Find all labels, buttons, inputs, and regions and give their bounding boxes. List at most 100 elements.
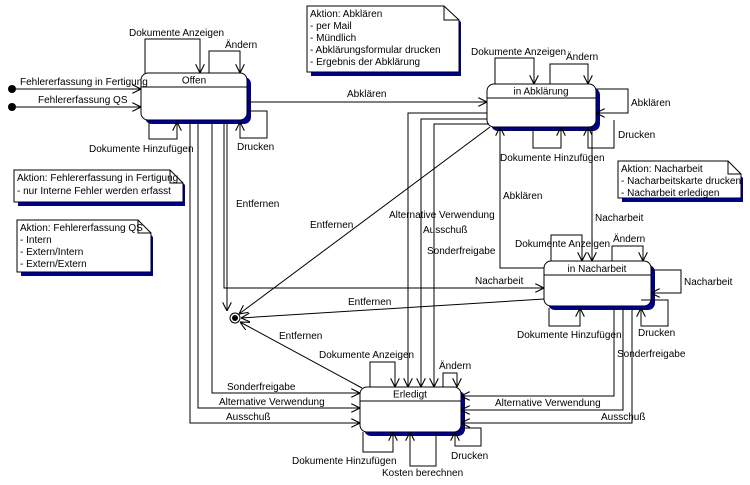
transition-label: Dokumente Hinzufügen: [292, 456, 397, 467]
transition-label: Drucken: [451, 451, 488, 462]
transition-erl-entfernen[interactable]: Entfernen: [240, 322, 363, 389]
transition-label: Abklären: [631, 98, 670, 109]
note-line: - Intern: [20, 235, 52, 246]
transition-offen-ausschuss[interactable]: Ausschuß: [189, 122, 360, 423]
note-line: - per Mail: [310, 21, 352, 32]
transition-abk-ausschuss[interactable]: Ausschuß: [421, 118, 487, 387]
transition-label: Entfernen: [310, 220, 353, 231]
transition-label: Kosten berechnen: [382, 468, 463, 479]
transition-erl-dok-hinzufuegen[interactable]: Dokumente Hinzufügen: [292, 432, 397, 467]
transition-abk-alt-verwendung[interactable]: Alternative Verwendung: [389, 112, 495, 387]
transition-nach-ausschuss[interactable]: Ausschuß: [461, 308, 645, 423]
transition-nach-dok-hinzufuegen[interactable]: Dokumente Hinzufügen: [517, 308, 622, 341]
note-title: Aktion: Fehlererfassung in Fertigung: [17, 173, 178, 184]
transition-label: Ändern: [439, 360, 471, 372]
transition-label: Fehlererfassung QS: [38, 95, 128, 106]
note-title: Aktion: Nacharbeit: [621, 164, 703, 175]
transition-erl-drucken[interactable]: Drucken: [451, 427, 488, 462]
transition-label: Ausschuß: [423, 225, 467, 236]
transition-label: Nacharbeit: [595, 213, 644, 224]
note-line: - Ergebnis der Abklärung: [310, 57, 420, 68]
transition-erl-kosten[interactable]: Kosten berechnen: [382, 432, 463, 479]
transition-label: Dokumente Hinzufügen: [89, 144, 194, 155]
note-line: - Nacharbeit erledigen: [621, 188, 719, 199]
transition-offen-entfernen[interactable]: Entfernen: [227, 122, 279, 311]
transition-abk-dok-anzeigen[interactable]: Dokumente Anzeigen: [471, 47, 566, 84]
transition-label: Dokumente Anzeigen: [319, 350, 414, 361]
state-in-abklaerung[interactable]: in Abklärung: [486, 83, 600, 131]
transition-offen-drucken[interactable]: Drucken: [237, 110, 274, 153]
transition-offen-nacharbeit[interactable]: Nacharbeit: [223, 122, 544, 288]
transition-label: Dokumente Anzeigen: [129, 28, 224, 39]
note-line: - Nacharbeitskarte drucken: [621, 176, 741, 187]
note-line: - Extern/Intern: [20, 247, 83, 258]
transition-label: Abklären: [503, 191, 542, 202]
transition-label: Dokumente Hinzufügen: [500, 153, 605, 164]
transition-label: Alternative Verwendung: [495, 398, 601, 409]
note-line: - Mündlich: [310, 33, 356, 44]
transition-nach-dok-anzeigen[interactable]: Dokumente Anzeigen: [515, 234, 610, 261]
initial-transition-fertigung[interactable]: Fehlererfassung in Fertigung: [8, 77, 148, 93]
transition-nach-alt-verwendung[interactable]: Alternative Verwendung: [461, 308, 624, 410]
state-offen[interactable]: Offen: [140, 72, 251, 124]
state-erledigt[interactable]: Erledigt: [359, 386, 465, 436]
transition-abk-dok-hinzufuegen[interactable]: Dokumente Hinzufügen: [500, 127, 605, 164]
note-line: - Abklärungsformular drucken: [310, 45, 441, 56]
transition-offen-aendern[interactable]: Ändern: [208, 39, 257, 73]
transition-erl-dok-anzeigen[interactable]: Dokumente Anzeigen: [319, 350, 414, 387]
transition-label: Entfernen: [236, 199, 279, 210]
transition-nach-aendern[interactable]: Ändern: [611, 233, 645, 261]
transition-offen-abklaeren[interactable]: Abklären: [247, 89, 487, 102]
transition-offen-dok-hinzufuegen[interactable]: Dokumente Hinzufügen: [89, 122, 194, 155]
transition-erl-aendern[interactable]: Ändern: [439, 360, 471, 387]
transition-label: Dokumente Anzeigen: [515, 239, 610, 250]
transition-label: Alternative Verwendung: [219, 397, 325, 408]
state-offen-name: Offen: [182, 76, 206, 87]
transition-offen-sonderfreigabe[interactable]: Sonderfreigabe: [211, 122, 360, 393]
transition-label: Entfernen: [279, 331, 322, 342]
state-in-nacharbeit-name: in Nacharbeit: [568, 264, 627, 275]
note-fehlererfassung-qs: Aktion: Fehlererfassung QS - Intern - Ex…: [16, 219, 153, 276]
transition-abk-sonderfreigabe[interactable]: Sonderfreigabe: [427, 123, 496, 387]
initial-transition-qs[interactable]: Fehlererfassung QS: [8, 95, 141, 111]
transition-label: Ändern: [225, 39, 257, 51]
transition-label: Nacharbeit: [475, 276, 524, 287]
note-line: - Extern/Extern: [20, 259, 87, 270]
transition-label: Sonderfreigabe: [427, 246, 496, 257]
transition-label: Ändern: [566, 51, 598, 63]
transition-offen-alt-verwendung[interactable]: Alternative Verwendung: [197, 122, 360, 408]
transition-abk-drucken[interactable]: Drucken: [588, 120, 655, 149]
note-fehlererfassung-fertigung: Aktion: Fehlererfassung in Fertigung - n…: [13, 169, 185, 206]
transition-label: Drucken: [237, 142, 274, 153]
transition-label: Fehlererfassung in Fertigung: [20, 77, 148, 88]
transition-label: Alternative Verwendung: [389, 210, 495, 221]
transition-label: Entfernen: [348, 297, 391, 308]
transition-label: Dokumente Hinzufügen: [517, 330, 622, 341]
note-line: - nur Interne Fehler werden erfasst: [17, 186, 171, 197]
transition-nach-entfernen[interactable]: Entfernen: [241, 297, 545, 318]
note-title: Aktion: Abklären: [310, 9, 382, 20]
final-state[interactable]: [229, 312, 241, 324]
transition-label: Ausschuß: [226, 412, 270, 423]
transition-label: Sonderfreigabe: [227, 382, 296, 393]
transition-nach-sonderfreigabe[interactable]: Sonderfreigabe: [461, 308, 686, 396]
transition-nach-abklaeren[interactable]: Abklären: [500, 127, 544, 269]
transition-offen-dok-anzeigen[interactable]: Dokumente Anzeigen: [129, 28, 224, 73]
state-in-nacharbeit[interactable]: in Nacharbeit: [543, 260, 655, 310]
transition-label: Ausschuß: [601, 412, 645, 423]
state-in-abklaerung-name: in Abklärung: [513, 87, 568, 98]
transition-label: Dokumente Anzeigen: [471, 47, 566, 58]
transition-label: Sonderfreigabe: [617, 349, 686, 360]
transition-label: Abklären: [347, 89, 386, 100]
transition-abk-aendern[interactable]: Ändern: [549, 51, 598, 84]
transition-abk-entfernen[interactable]: Entfernen: [239, 126, 491, 314]
transition-abk-abklaeren[interactable]: Abklären: [596, 88, 670, 113]
note-title: Aktion: Fehlererfassung QS: [20, 223, 143, 234]
transition-nach-nacharbeit[interactable]: Nacharbeit: [651, 269, 733, 293]
transition-label: Ändern: [613, 233, 645, 245]
note-abklaeren: Aktion: Abklären - per Mail - Mündlich -…: [306, 5, 461, 76]
transition-nach-drucken[interactable]: Drucken: [638, 299, 675, 339]
transition-abk-nacharbeit[interactable]: Nacharbeit: [592, 127, 644, 261]
transition-label: Drucken: [618, 130, 655, 141]
